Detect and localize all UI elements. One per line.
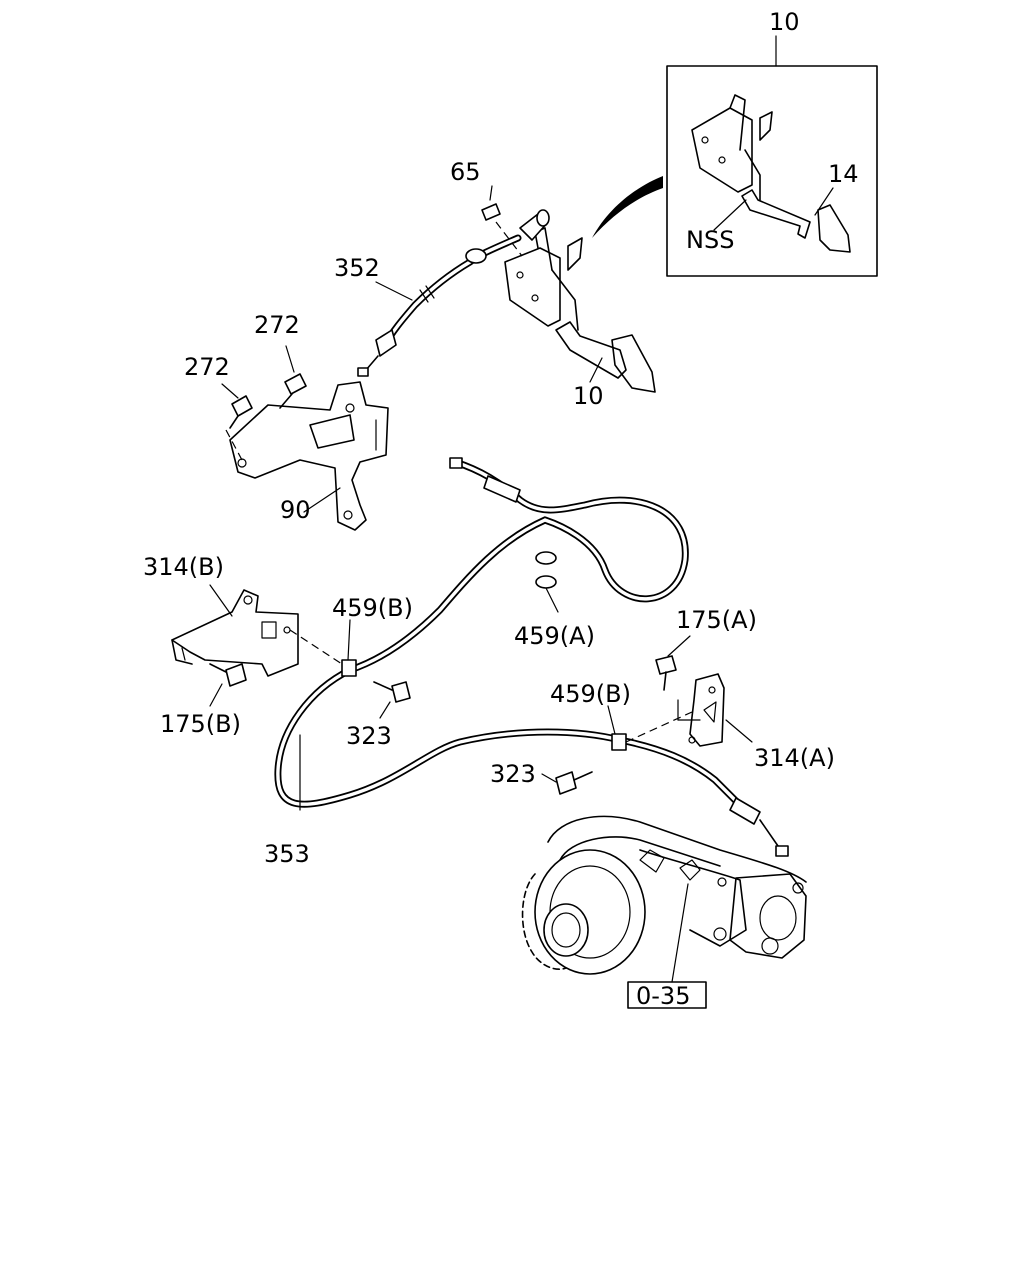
- label-part-459b-right: 459(B): [550, 680, 631, 708]
- leader-10-pedal: [589, 357, 603, 383]
- label-part-175a: 175(A): [676, 606, 757, 634]
- label-part-323-right: 323: [490, 760, 536, 788]
- label-part-272-a: 272: [254, 311, 300, 339]
- label-part-175b: 175(B): [160, 710, 241, 738]
- clip-459b-right: [607, 705, 627, 751]
- dashed-guide-272: [225, 429, 243, 461]
- bolt-272-lower: [221, 383, 253, 429]
- inset-box-assembly-10: [666, 35, 878, 277]
- bolt-272-upper: [279, 345, 307, 409]
- bolt-323-left: [373, 681, 411, 719]
- bracket-90: [229, 381, 389, 531]
- cable-353: [274, 457, 789, 857]
- inset-leader-wedge: [592, 176, 663, 238]
- label-part-459b-left: 459(B): [332, 594, 413, 622]
- label-part-272-b: 272: [184, 353, 230, 381]
- label-part-323-left: 323: [346, 722, 392, 750]
- dashed-guide-65: [495, 221, 523, 257]
- bracket-314b: [171, 584, 299, 677]
- bracket-314a: [688, 673, 753, 747]
- accelerator-pedal-assembly: [504, 209, 656, 393]
- label-part-10-pedal: 10: [573, 382, 604, 410]
- bolt-175b: [209, 663, 247, 707]
- clip-459b-left: [341, 619, 357, 677]
- label-part-314a: 314(A): [754, 744, 835, 772]
- bolt-323-right: [541, 771, 593, 795]
- label-part-314b: 314(B): [143, 553, 224, 581]
- leader-352: [375, 281, 413, 301]
- label-part-14: 14: [828, 160, 859, 188]
- dashed-guide-314b: [289, 629, 343, 665]
- clip-459a: [535, 551, 559, 613]
- label-part-352: 352: [334, 254, 380, 282]
- cable-352: [357, 234, 522, 377]
- label-part-459a: 459(A): [514, 622, 595, 650]
- dashed-guide-314a: [625, 711, 693, 743]
- bolt-65: [481, 185, 501, 221]
- label-part-90: 90: [280, 496, 311, 524]
- label-part-353: 353: [264, 840, 310, 868]
- throttle-body-assembly: [521, 815, 807, 983]
- label-part-65: 65: [450, 158, 481, 186]
- bolt-175a: [655, 635, 691, 691]
- label-nss: NSS: [686, 226, 734, 254]
- label-ref-0-35: 0-35: [636, 982, 690, 1010]
- label-assembly-10: 10: [769, 8, 800, 36]
- ref-box-0-35: [627, 981, 707, 1009]
